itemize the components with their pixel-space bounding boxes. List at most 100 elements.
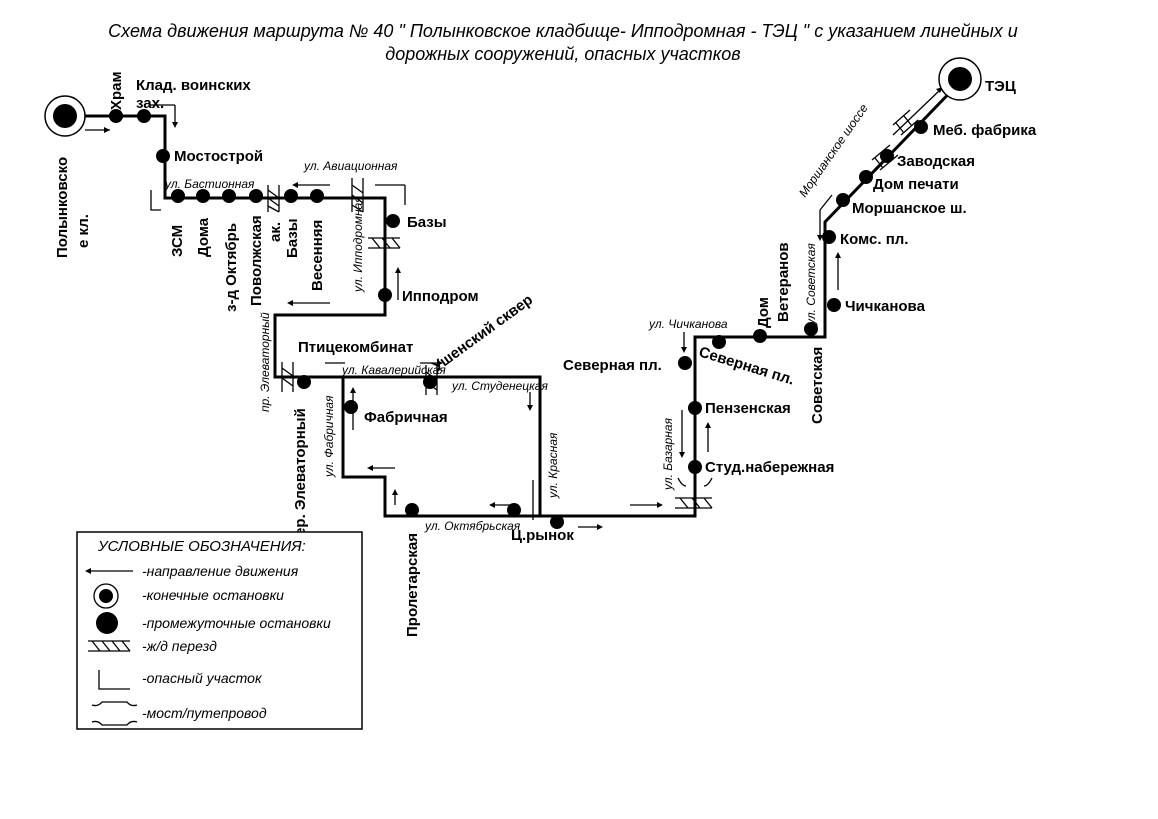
terminal-west (44, 95, 86, 137)
stop-label-stud-naberezhnaya: Студ.набережная (705, 459, 834, 476)
street-label-krasnaya: ул. Красная (546, 432, 560, 499)
stop-dot (836, 193, 850, 207)
stop-dot (222, 189, 236, 203)
legend-label-direction: -направление движения (142, 563, 299, 579)
danger-marks (150, 190, 534, 520)
stop-label-sovetskaya: Советская (809, 347, 826, 424)
direction-arrow (375, 184, 406, 205)
street-label-bastionnaya: ул. Бастионная (164, 177, 255, 191)
stop-label-bazy-vertical: Базы (284, 218, 301, 258)
street-label-elevatorny: пр. Элеваторный (258, 312, 272, 412)
legend-intermediate-symbol (96, 612, 118, 634)
stop-dot (310, 189, 324, 203)
stop-label-klad-2: зах. (136, 95, 164, 112)
stop-label-dom-veteranov-1: Дом (755, 297, 772, 328)
stop-dot (678, 356, 692, 370)
stop-label-ts-rynok: Ц.рынок (511, 527, 574, 544)
railway-crossing (351, 178, 364, 213)
stop-label-meb-fabrika: Меб. фабрика (933, 122, 1037, 139)
legend-label-terminal: -конечные остановки (142, 587, 284, 603)
stop-label-chichkanova: Чичканова (845, 298, 926, 315)
stop-dot (859, 170, 873, 184)
direction-arrow (150, 104, 178, 128)
street-label-chichkanova: ул. Чичканова (648, 317, 728, 331)
stop-label-ptitsekombinat: Птицекомбинат (298, 339, 413, 356)
stop-dot (171, 189, 185, 203)
stop-dot (109, 109, 123, 123)
street-label-studenetskaya: ул. Студенецкая (451, 379, 548, 393)
stop-dot (688, 460, 702, 474)
stop-label-fabrichnaya: Фабричная (364, 409, 448, 426)
stop-label-zavodskaya: Заводская (897, 153, 975, 170)
direction-arrow (630, 502, 663, 508)
stop-label-povolzhskaya: Поволжская (248, 215, 265, 306)
stop-label-proletarskaya: Пролетарская (404, 533, 421, 637)
legend-label-railway: -ж/д перезд (142, 638, 217, 654)
stop-dot (914, 120, 928, 134)
legend-bridge-symbol (91, 701, 138, 726)
street-label-fabrichnaya: ул. Фабричная (322, 395, 336, 478)
stop-dot (712, 335, 726, 349)
stop-dot (297, 375, 311, 389)
stop-dot (688, 401, 702, 415)
legend-label-intermediate: -промежуточные остановки (142, 615, 331, 631)
stop-label-elevatorny-per: пер. Элеваторный (292, 408, 309, 545)
bridge-mark (677, 477, 713, 487)
stop-label-klad-1: Клад. воинских (136, 77, 251, 94)
stop-dot (827, 298, 841, 312)
legend-label-danger: -опасный участок (142, 670, 263, 686)
stop-dot (378, 288, 392, 302)
stop-dots (109, 109, 928, 529)
stop-dot (137, 109, 151, 123)
legend-railway-symbol (88, 640, 131, 652)
street-label-ippodromnaya: ул. Ипподромная (351, 196, 365, 293)
stop-label-doma: Дома (195, 217, 212, 257)
stop-label-severnaya-pl-2: Северная пл. (697, 344, 796, 389)
stop-label-morshanskoe: Моршанское ш. (852, 200, 967, 217)
direction-arrows (85, 87, 943, 530)
legend: УСЛОВНЫЕ ОБОЗНАЧЕНИЯ: -направление движе… (76, 531, 363, 730)
stop-label-dom-pechati: Дом печати (873, 176, 959, 193)
stop-label-zsm: ЗСМ (169, 225, 186, 257)
stop-dot (405, 503, 419, 517)
danger-mark (150, 190, 161, 211)
stop-label-bazy: Базы (407, 214, 447, 231)
direction-arrow (578, 524, 603, 530)
direction-arrow (367, 465, 395, 471)
street-label-sovetskaya: ул. Советская (804, 243, 818, 326)
stop-label-polynkovskoe-1: Полынковско (54, 157, 71, 258)
stop-label-mostostroy: Мостострой (174, 148, 263, 165)
stop-dot (249, 189, 263, 203)
legend-label-bridge: -мост/путепровод (142, 705, 267, 721)
legend-box (76, 531, 363, 730)
stop-dot (753, 329, 767, 343)
stop-dot (550, 515, 564, 529)
railway-crossing (675, 497, 713, 509)
stop-dot (804, 322, 818, 336)
stop-label-oktyabr: з-д Октябрь (223, 223, 240, 312)
stop-dot (344, 400, 358, 414)
map-title-line-2: дорожных сооружений, опасных участков (385, 44, 740, 64)
stop-dot (156, 149, 170, 163)
direction-arrow (679, 410, 685, 458)
direction-arrow (287, 300, 330, 306)
railway-crossing (892, 109, 919, 136)
map-title-line-1: Схема движения маршрута № 40 " Полынковс… (108, 21, 1018, 41)
direction-arrow (395, 267, 401, 300)
stop-dot (423, 375, 437, 389)
direction-arrow (705, 422, 711, 452)
direction-arrow (325, 360, 443, 366)
terminal-east (938, 57, 982, 101)
stop-dot (386, 214, 400, 228)
railway-crossing (267, 185, 280, 213)
legend-danger-symbol (98, 670, 130, 690)
legend-title: УСЛОВНЫЕ ОБОЗНАЧЕНИЯ: (97, 538, 306, 555)
street-label-bazarnaya: ул. Базарная (661, 417, 675, 491)
stop-label-ak: ак. (267, 222, 284, 242)
stop-label-tets: ТЭЦ (985, 78, 1016, 95)
stop-label-severnaya-pl-1: Северная пл. (563, 357, 662, 374)
railway-crossing (368, 237, 401, 249)
direction-arrow (681, 332, 687, 353)
legend-direction-arrow (85, 568, 133, 574)
street-label-aviatsionnaya: ул. Авиационная (303, 159, 398, 173)
